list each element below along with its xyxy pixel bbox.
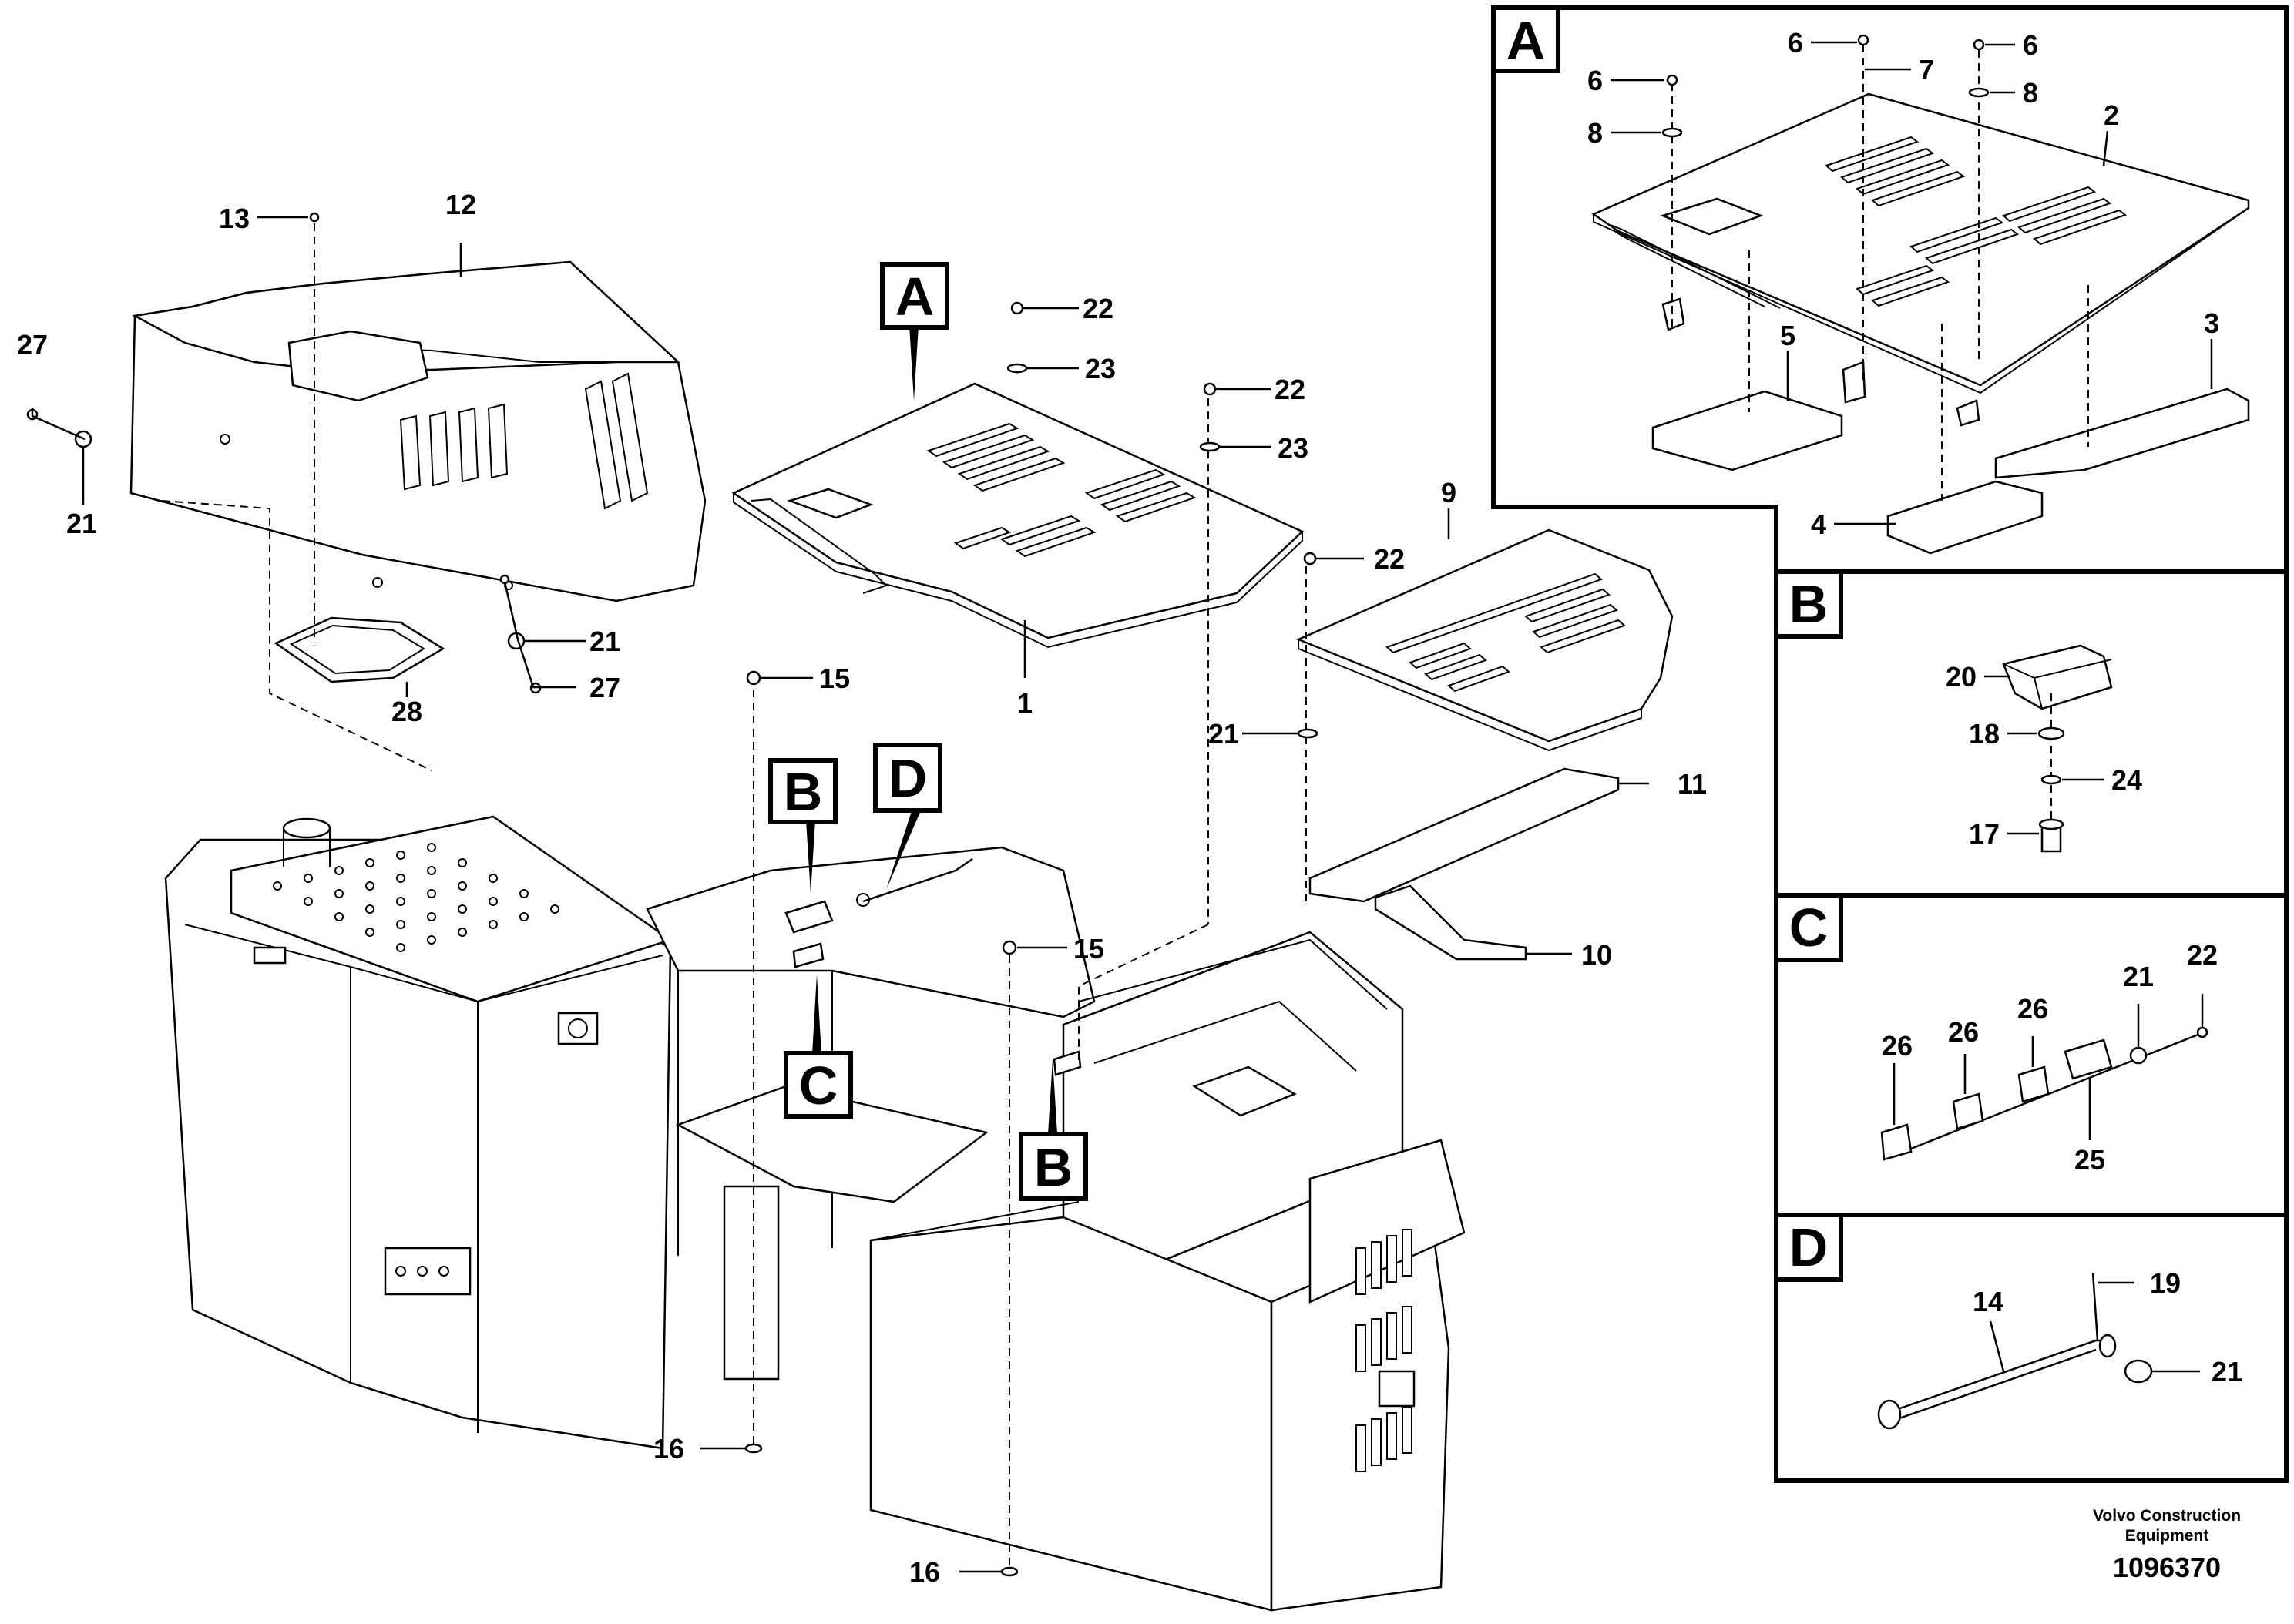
label-b-17: 17 [1969, 818, 2000, 850]
part-labels-main: 13 12 27 21 21 27 28 22 23 22 23 9 22 1 … [17, 189, 1707, 1588]
label-a-5: 5 [1780, 320, 1795, 351]
label-a-8a: 8 [1587, 117, 1603, 149]
panel-c-title: C [1789, 898, 1829, 958]
label-15a: 15 [819, 663, 850, 694]
machine-base [164, 815, 1466, 1612]
callout-a-box [880, 262, 949, 330]
label-d-21: 21 [2212, 1356, 2242, 1387]
label-a-7: 7 [1919, 54, 1934, 86]
label-c-21: 21 [2123, 961, 2154, 992]
strip-10 [1374, 884, 1527, 961]
callout-c-text: C [799, 1055, 838, 1116]
label-b-24: 24 [2111, 764, 2142, 796]
label-a-2: 2 [2104, 99, 2119, 131]
label-27b: 27 [589, 672, 620, 703]
label-15b: 15 [1073, 933, 1104, 965]
label-a-3: 3 [2204, 307, 2219, 339]
label-a-8b: 8 [2023, 77, 2038, 109]
label-10: 10 [1581, 939, 1612, 971]
perforated-top [273, 843, 559, 952]
label-27a: 27 [17, 329, 48, 361]
callout-c-box [784, 1051, 853, 1119]
callout-d-text: D [888, 748, 928, 808]
callout-d-box [873, 743, 942, 813]
panel-a-title: A [1506, 11, 1546, 71]
label-21b: 21 [589, 626, 620, 657]
panel-a-main [731, 382, 1305, 649]
panel-a-detail-vents [1825, 136, 2128, 307]
label-c-22: 22 [2187, 939, 2218, 971]
label-d-14: 14 [1973, 1286, 2003, 1317]
footer: Volvo Construction Equipment 1096370 [2093, 1507, 2241, 1583]
callout-b2-pointer [1048, 1059, 1057, 1134]
label-c-25: 25 [2074, 1144, 2105, 1176]
label-c-26c: 26 [2017, 993, 2048, 1025]
label-12: 12 [445, 189, 476, 220]
pad-4 [1886, 480, 2044, 555]
panel-9 [1295, 528, 1674, 752]
pad-5 [1651, 390, 1843, 471]
label-21c: 21 [1208, 718, 1239, 750]
label-23a: 23 [1085, 353, 1116, 384]
company-line-2: Equipment [2125, 1527, 2209, 1545]
label-9: 9 [1441, 477, 1456, 508]
callout-a-pointer [909, 325, 919, 401]
label-22c: 22 [1374, 543, 1405, 575]
label-a-6b: 6 [1788, 27, 1803, 59]
callout-b2-text: B [1034, 1137, 1073, 1197]
label-1: 1 [1017, 687, 1033, 719]
detail-panel-b: B 20 18 24 17 [1774, 569, 2289, 898]
label-21a: 21 [66, 508, 97, 539]
label-a-6c: 6 [2023, 29, 2038, 61]
label-16a: 16 [653, 1433, 684, 1465]
callout-b-pointer [806, 820, 815, 894]
callout-b-text: B [784, 762, 823, 822]
detail-panel-c: C 26 26 26 21 22 25 [1774, 893, 2289, 1217]
doc-number: 1096370 [2113, 1552, 2221, 1583]
label-23b: 23 [1278, 432, 1308, 464]
leader-lines-main [31, 216, 1649, 1573]
strip-11 [1308, 767, 1620, 903]
detail-panel-a: A [1491, 5, 2289, 574]
label-11: 11 [1678, 768, 1707, 800]
label-16b: 16 [909, 1556, 940, 1588]
label-22a: 22 [1083, 293, 1113, 324]
hood-vents [399, 372, 649, 510]
hood-cover [129, 260, 707, 602]
callout-a-text: A [895, 267, 935, 327]
pad-3 [1994, 388, 2250, 479]
callout-b2-box [1019, 1132, 1088, 1201]
panel-b-title: B [1789, 574, 1829, 634]
label-a-6a: 6 [1587, 65, 1603, 96]
bumper-20 [2002, 644, 2113, 710]
callout-c-pointer [812, 975, 821, 1054]
label-b-20: 20 [1946, 661, 1977, 693]
callout-d-pointer [886, 809, 922, 890]
label-13: 13 [219, 203, 250, 234]
cabinet-grille [1355, 1229, 1412, 1472]
label-b-18: 18 [1969, 718, 2000, 750]
label-c-26a: 26 [1882, 1030, 1913, 1062]
label-c-26b: 26 [1948, 1016, 1979, 1048]
panel-a-vents [926, 422, 1197, 558]
label-a-4: 4 [1811, 508, 1826, 540]
company-line-1: Volvo Construction [2093, 1507, 2241, 1525]
callout-b-box [768, 758, 838, 824]
gasket-plate [274, 616, 445, 683]
detail-panel-d: D 19 21 14 [1774, 1213, 2289, 1483]
label-d-19: 19 [2150, 1267, 2181, 1299]
label-22b: 22 [1275, 374, 1305, 405]
label-28: 28 [391, 696, 422, 727]
panel-d-title: D [1789, 1217, 1829, 1277]
